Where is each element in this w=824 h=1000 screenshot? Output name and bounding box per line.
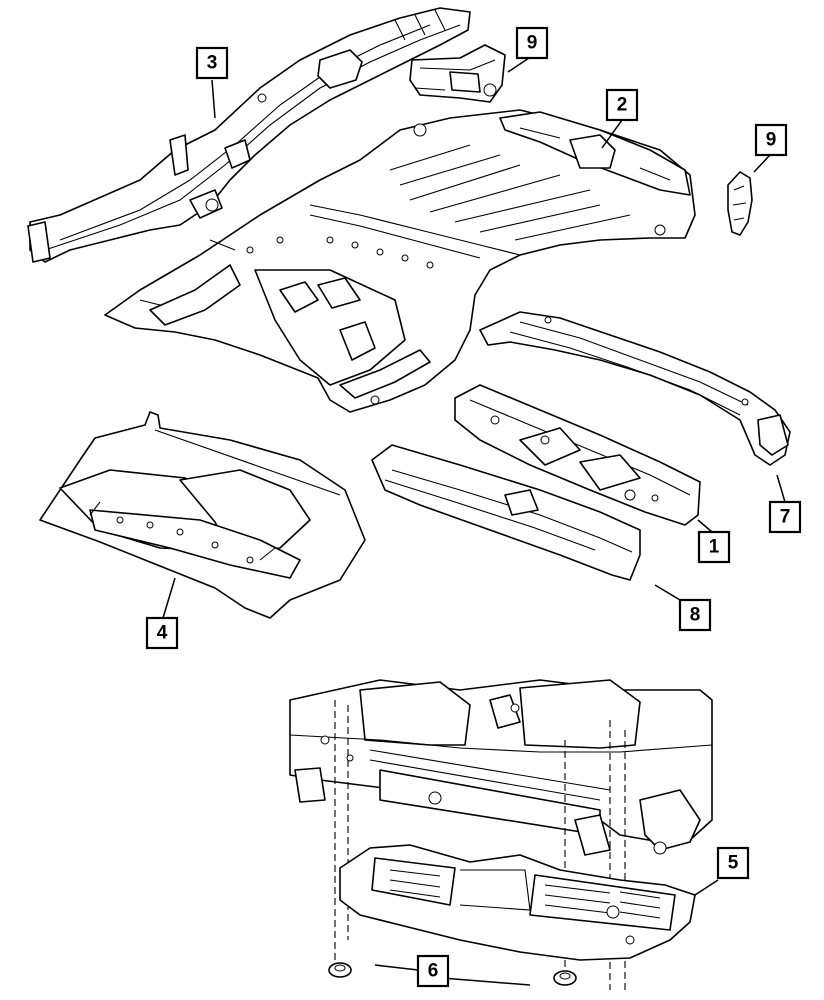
- callout-4-label: 4: [157, 623, 168, 644]
- side-rail-part-7: [479, 311, 791, 466]
- callout-9-top: 9: [515, 26, 549, 60]
- cross-member-part-8: [371, 444, 641, 581]
- cross-member-part-1: [454, 384, 701, 526]
- callout-9-top-label: 9: [527, 33, 538, 54]
- callout-5: 5: [716, 846, 750, 880]
- callout-2: 2: [605, 88, 639, 122]
- underbody-assembly-view: [289, 679, 713, 990]
- callout-5-label: 5: [728, 853, 739, 874]
- callout-7: 7: [768, 500, 802, 534]
- callout-1-label: 1: [709, 537, 720, 558]
- nut-part-6-left: [328, 962, 352, 978]
- callout-8: 8: [678, 598, 712, 632]
- callout-8-label: 8: [690, 605, 701, 626]
- callout-1: 1: [697, 530, 731, 564]
- callout-7-label: 7: [780, 507, 791, 528]
- bracket-part-9-top: [409, 44, 506, 103]
- callout-3: 3: [195, 46, 229, 80]
- skid-plate-part-5: [339, 844, 696, 961]
- floor-pan-holes: [246, 123, 666, 405]
- callout-6: 6: [416, 954, 450, 988]
- rear-floor-pan-part-4: [39, 411, 366, 619]
- callout-6-label: 6: [428, 961, 439, 982]
- floor-pan-assembly: [104, 109, 696, 413]
- callout-3-label: 3: [207, 53, 218, 74]
- nut-part-6-right: [553, 970, 577, 986]
- callout-9-right-label: 9: [766, 130, 777, 151]
- callout-9-right: 9: [754, 123, 788, 157]
- frame-rail-part-3: [27, 7, 471, 263]
- bracket-part-9-right: [727, 171, 753, 236]
- callout-4: 4: [145, 616, 179, 650]
- callout-2-label: 2: [617, 95, 628, 116]
